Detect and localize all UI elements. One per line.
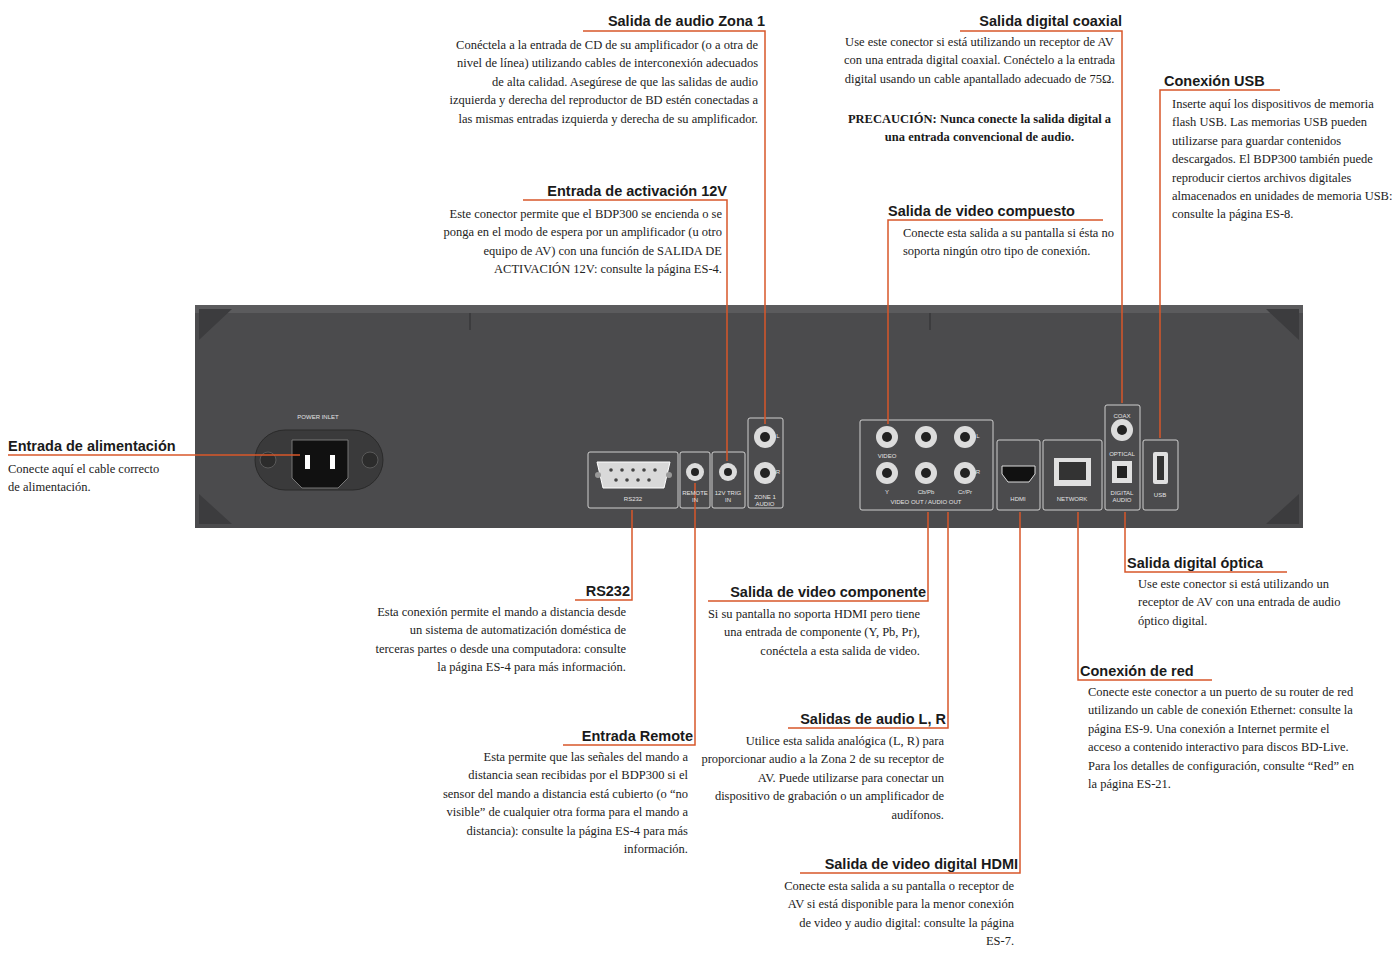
panel-label: R: [974, 469, 982, 476]
callout-text: Conecte aquí el cable correcto de alimen…: [8, 460, 173, 497]
caution-note: PRECAUCIÓN: Nunca conecte la salida digi…: [842, 110, 1117, 147]
callout-text: Utilice esta salida analógica (L, R) par…: [700, 732, 944, 824]
panel-label: NETWORK: [1047, 496, 1097, 503]
panel-label: Cb/Pb: [914, 489, 938, 496]
connector-groups: [588, 405, 1178, 510]
panel-label: 12V TRIG IN: [713, 490, 743, 504]
callout-heading: Salida digital coaxial: [960, 12, 1122, 30]
callout-text: Use este conector si está utilizando un …: [1138, 575, 1370, 630]
digital-ports: [1002, 452, 1168, 486]
jack-connectors: [686, 419, 1133, 484]
panel-label: L: [974, 433, 982, 440]
player-rear-panel: [195, 305, 1303, 528]
panel-label: Cr/Pr: [953, 489, 977, 496]
panel-label: USB: [1145, 492, 1175, 499]
callout-heading: Conexión de red: [1080, 662, 1230, 680]
callout-text: Use este conector si está utilizando un …: [842, 33, 1117, 88]
callout-text: Conecte esta salida a su pantalla o rece…: [778, 877, 1014, 951]
panel-label: POWER INLET: [288, 414, 348, 421]
callout-text: Esta permite que las señales del mando a…: [440, 748, 688, 858]
callout-heading: Entrada de activación 12V: [523, 182, 727, 200]
callout-heading: Salidas de audio L, R: [770, 710, 946, 728]
callout-heading: RS232: [560, 582, 630, 600]
callout-text: Si su pantalla no soporta HDMI pero tien…: [700, 605, 920, 660]
callout-text: Inserte aquí los dispositivos de memoria…: [1172, 95, 1394, 224]
panel-label: OPTICAL: [1106, 451, 1138, 458]
panel-label: COAX: [1107, 413, 1137, 420]
callout-heading: Entrada Remote: [545, 727, 693, 745]
callout-text: Conecte este conector a un puerto de su …: [1088, 683, 1364, 793]
panel-label: HDMI: [999, 496, 1037, 503]
callout-text: Conéctela a la entrada de CD de su ampli…: [448, 36, 758, 128]
callout-heading: Salida de video componente: [690, 583, 926, 601]
panel-label: RS232: [613, 496, 653, 503]
panel-label: L: [774, 433, 782, 440]
rs232-port: [595, 462, 672, 488]
callout-text: Conecte esta salida a su pantalla si ést…: [903, 224, 1115, 261]
panel-label: Y: [880, 489, 894, 496]
panel-label: VIDEO: [872, 453, 902, 460]
callout-text: Esta conexión permite el mando a distanc…: [368, 603, 626, 677]
callout-heading: Entrada de alimentación: [8, 437, 208, 455]
panel-label: VIDEO OUT / AUDIO OUT: [866, 499, 986, 506]
power-inlet: [255, 430, 383, 490]
callout-text: Este conector permite que el BDP300 se e…: [440, 205, 722, 279]
callout-heading: Salida de audio Zona 1: [583, 12, 765, 30]
callout-heading: Conexión USB: [1164, 72, 1284, 90]
callout-heading: Salida digital óptica: [1127, 554, 1297, 572]
callout-heading: Salida de video compuesto: [888, 202, 1108, 220]
panel-label: R: [774, 469, 782, 476]
panel-label: REMOTE IN: [681, 490, 709, 504]
panel-label: DIGITAL AUDIO: [1106, 490, 1138, 504]
panel-label: ZONE 1 AUDIO: [748, 494, 782, 508]
callout-heading: Salida de video digital HDMI: [782, 855, 1018, 873]
